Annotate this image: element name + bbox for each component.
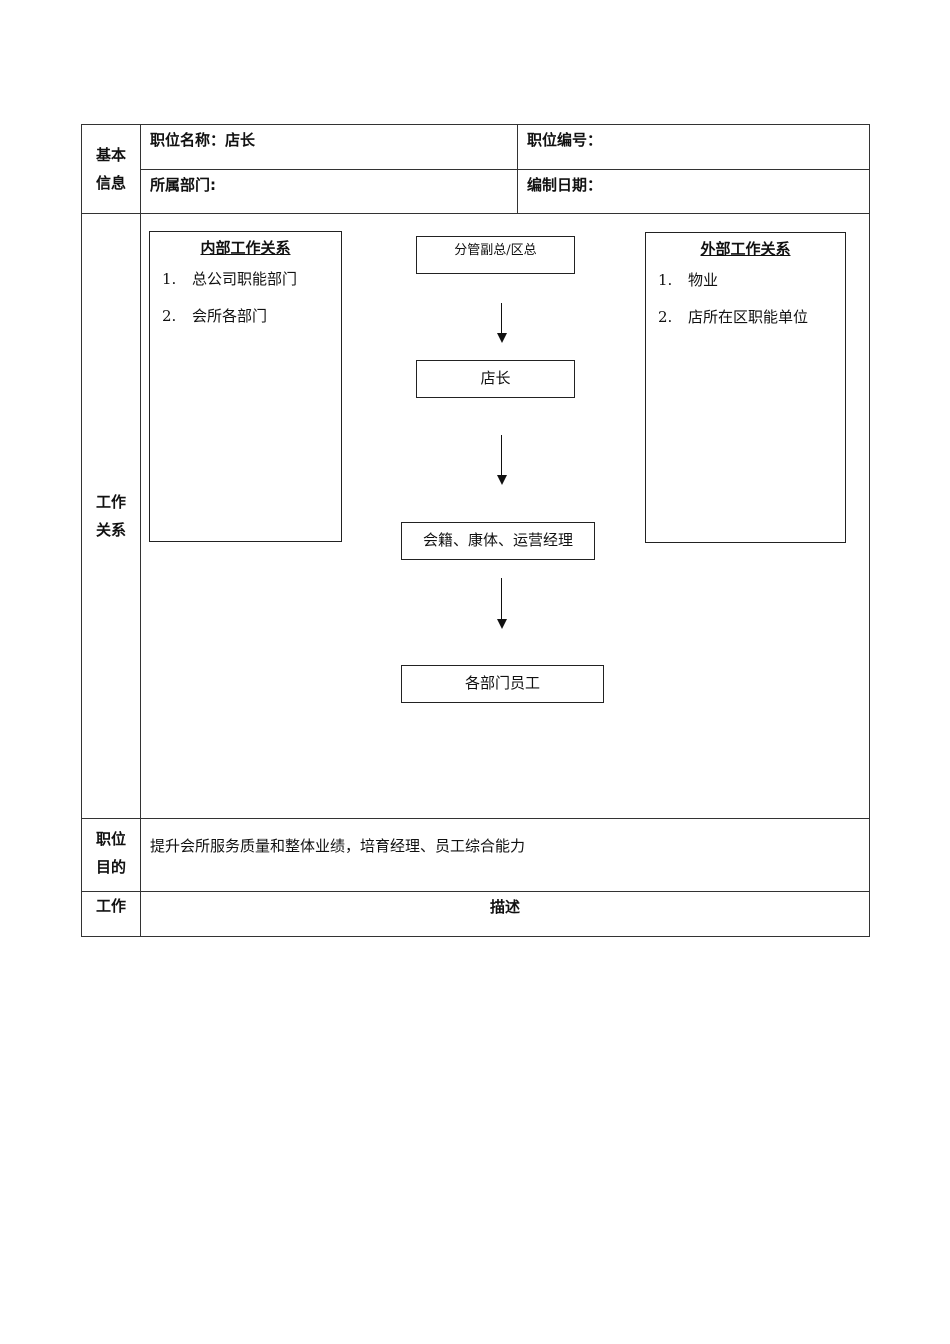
external-relation-item: 1.物业: [658, 271, 719, 289]
internal-relations-box: 内部工作关系 1.总公司职能部门 2.会所各部门: [149, 231, 342, 542]
basic-info-label-line1: 基本: [95, 146, 126, 164]
description-header: 描述: [140, 891, 870, 937]
purpose-label-line1: 职位: [95, 830, 126, 848]
work-row: 工作 描述: [81, 891, 870, 937]
org-arrow-1: [497, 303, 507, 343]
external-relations-title: 外部工作关系: [700, 240, 791, 258]
purpose-label: 职位 目的: [81, 818, 141, 892]
basic-info-row-2: 所属部门: 编制日期：: [82, 169, 870, 214]
compile-date-field: 编制日期：: [517, 169, 870, 214]
org-node-managers: 会籍、康体、运营经理: [401, 522, 595, 560]
basic-info-row-1: 基本 信息 职位名称：店长 职位编号：: [81, 124, 870, 214]
external-relation-item: 2.店所在区职能单位: [658, 308, 809, 326]
org-node-vp: 分管副总/区总: [416, 236, 575, 274]
org-arrow-2: [497, 435, 507, 485]
work-label: 工作: [81, 891, 141, 937]
purpose-row: 职位 目的 提升会所服务质量和整体业绩，培育经理、员工综合能力: [81, 818, 870, 892]
work-relations-label-line1: 工作: [95, 493, 126, 511]
external-relations-list: 1.物业 2.店所在区职能单位: [646, 271, 845, 327]
internal-relation-item: 2.会所各部门: [162, 307, 268, 325]
external-relations-box: 外部工作关系 1.物业 2.店所在区职能单位: [645, 232, 846, 543]
internal-relations-list: 1.总公司职能部门 2.会所各部门: [150, 270, 341, 326]
org-node-store-manager: 店长: [416, 360, 575, 398]
internal-relations-title: 内部工作关系: [200, 239, 291, 257]
purpose-text: 提升会所服务质量和整体业绩，培育经理、员工综合能力: [140, 818, 870, 892]
work-relations-row: 工作 关系 内部工作关系 1.总公司职能部门 2.会所各部门 外部工作关系 1.…: [81, 213, 870, 819]
work-relations-content: 内部工作关系 1.总公司职能部门 2.会所各部门 外部工作关系 1.物业 2.店…: [140, 213, 870, 819]
basic-info-label: 基本 信息: [81, 124, 141, 214]
position-name-field: 职位名称：店长: [140, 124, 518, 170]
basic-info-label-line2: 信息: [95, 174, 126, 192]
org-node-staff: 各部门员工: [401, 665, 604, 703]
internal-relation-item: 1.总公司职能部门: [162, 270, 298, 288]
relations-diagram: 内部工作关系 1.总公司职能部门 2.会所各部门 外部工作关系 1.物业 2.店…: [141, 214, 869, 817]
work-relations-label-line2: 关系: [95, 521, 126, 539]
department-field: 所属部门:: [140, 169, 518, 214]
work-relations-label: 工作 关系: [81, 213, 141, 819]
org-arrow-3: [497, 578, 507, 629]
purpose-label-line2: 目的: [95, 858, 126, 876]
job-description-table: 基本 信息 职位名称：店长 职位编号： 所属部门: 编制日期： 工作 关系 内部…: [81, 124, 870, 937]
position-code-field: 职位编号：: [517, 124, 870, 170]
